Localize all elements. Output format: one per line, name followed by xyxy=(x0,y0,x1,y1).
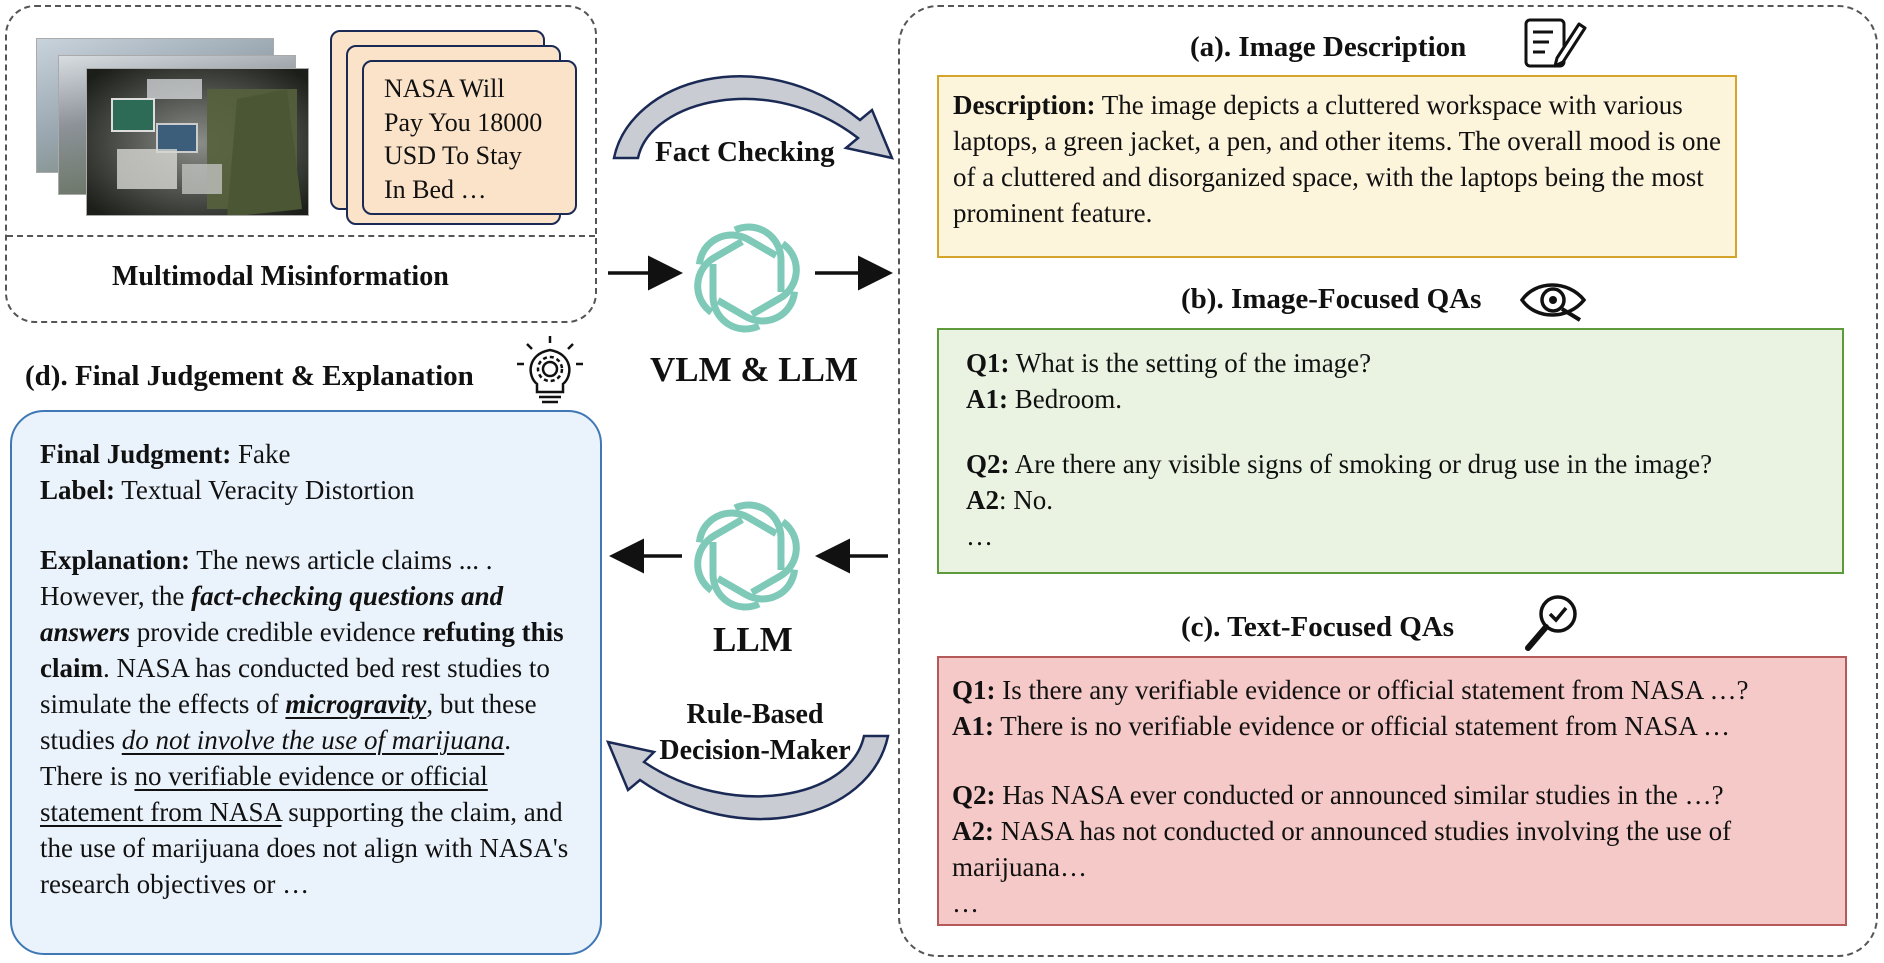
explanation-part-5: . NASA has conducted bed rest studies to… xyxy=(40,653,550,719)
rule-based-curved-arrow xyxy=(605,734,890,821)
text-qas-box: Q1: Is there any verifiable evidence or … xyxy=(937,656,1847,926)
rule-based-line-2: Decision-Maker xyxy=(659,735,851,766)
fact-checking-curved-arrow xyxy=(612,75,895,160)
explanation-part-10: no verifiable evidence or official state… xyxy=(40,761,488,827)
claim-line-2: Pay You 18000 xyxy=(384,107,543,137)
misinformation-panel xyxy=(5,5,597,323)
text-q2: Q2: Has NASA ever conducted or announced… xyxy=(952,777,1845,813)
explanation-part-6: microgravity xyxy=(285,689,427,719)
image-q2: Q2: Are there any visible signs of smoki… xyxy=(966,446,1842,482)
text-a2-text: NASA has not conducted or announced stud… xyxy=(952,816,1732,882)
rule-based-line-1: Rule-Based xyxy=(686,699,824,730)
panel-divider xyxy=(7,235,595,237)
final-judgement-box: Final Judgment: Fake Label: Textual Vera… xyxy=(10,410,602,955)
text-q1-label: Q1: xyxy=(952,675,996,705)
text-q1: Q1: Is there any verifiable evidence or … xyxy=(952,672,1845,708)
claim-line-3: USD To Stay xyxy=(384,141,522,170)
final-label-line: Label: Textual Veracity Distortion xyxy=(40,472,580,508)
image-qas-title: (b). Image-Focused QAs xyxy=(1181,283,1482,315)
explanation-paragraph: Explanation: The news article claims ...… xyxy=(40,542,580,902)
vlm-llm-label: VLM & LLM xyxy=(650,350,859,389)
image-a2: A2: No. xyxy=(966,482,1842,518)
image-q1: Q1: What is the setting of the image? xyxy=(966,345,1842,381)
text-q2-label: Q2: xyxy=(952,780,996,810)
image-a2-text: : No. xyxy=(999,485,1053,515)
explanation-part-9: . There is xyxy=(40,725,511,791)
image-a1: A1: Bedroom. xyxy=(966,381,1842,417)
image-a2-label: A2 xyxy=(966,485,999,515)
final-judgment-value: Fake xyxy=(231,439,291,469)
image-q2-label: Q2: xyxy=(966,449,1010,479)
image-description-box: Description: The image depicts a clutter… xyxy=(937,75,1737,258)
rule-based-label: Rule-Based Decision-Maker xyxy=(652,697,858,769)
final-judgment-label: Final Judgment: xyxy=(40,439,232,469)
image-a1-label: A1: xyxy=(966,384,1008,414)
image-qas-box: Q1: What is the setting of the image? A1… xyxy=(937,328,1844,574)
final-label-value: Textual Veracity Distortion xyxy=(115,475,415,505)
workspace-photo-art xyxy=(87,69,308,215)
claim-card: NASA Will Pay You 18000 USD To Stay In B… xyxy=(362,60,577,215)
text-qas-title: (c). Text-Focused QAs xyxy=(1181,611,1455,643)
text-q2-text: Has NASA ever conducted or announced sim… xyxy=(995,780,1724,810)
llm-knot-icon xyxy=(694,501,800,611)
explanation-label: Explanation: xyxy=(40,545,191,575)
workspace-photo xyxy=(86,68,309,216)
explanation-part-8: do not involve the use of marijuana xyxy=(121,725,505,755)
image-a1-text: Bedroom. xyxy=(1008,384,1122,414)
text-a2-label: A2: xyxy=(952,816,994,846)
image-description-title: (a). Image Description xyxy=(1190,31,1467,63)
claim-line-4: In Bed … xyxy=(384,174,487,204)
edit-document-icon xyxy=(1524,18,1587,68)
text-a2: A2: NASA has not conducted or announced … xyxy=(952,813,1832,885)
explanation-part-1: The news article claims ... . However, t… xyxy=(40,545,493,611)
text-a1-label: A1: xyxy=(952,711,994,741)
image-q1-text: What is the setting of the image? xyxy=(1009,348,1372,378)
text-a1-text: There is no verifiable evidence or offic… xyxy=(994,711,1731,741)
llm-label: LLM xyxy=(713,620,793,659)
fact-checking-label: Fact Checking xyxy=(655,136,835,168)
description-text: The image depicts a cluttered workspace … xyxy=(953,90,1722,228)
analysis-panel xyxy=(898,5,1878,957)
magnifier-check-icon xyxy=(1525,595,1577,651)
description-label: Description: xyxy=(953,90,1096,120)
image-qas-ellipsis: … xyxy=(966,521,993,551)
lightbulb-gear-icon xyxy=(517,336,583,404)
final-label-label: Label: xyxy=(40,475,116,505)
image-q1-label: Q1: xyxy=(966,348,1010,378)
eye-search-icon xyxy=(1519,283,1587,322)
claim-line-1: NASA Will xyxy=(384,74,505,103)
text-a1: A1: There is no verifiable evidence or o… xyxy=(952,708,1845,744)
explanation-part-3: provide credible evidence xyxy=(130,617,423,647)
text-qas-ellipsis: … xyxy=(952,888,979,918)
explanation-part-2: fact-checking questions and answers xyxy=(40,581,504,647)
misinformation-label: Multimodal Misinformation xyxy=(112,261,449,292)
explanation-part-7: , but these studies xyxy=(40,689,537,755)
explanation-part-11: supporting the claim, and the use of mar… xyxy=(40,797,569,899)
explanation-part-4: refuting this claim xyxy=(40,617,564,683)
image-q2-text: Are there any visible signs of smoking o… xyxy=(1009,449,1713,479)
final-judgment-line: Final Judgment: Fake xyxy=(40,436,580,472)
llm-knot-icon xyxy=(694,223,800,333)
final-judgement-title: (d). Final Judgement & Explanation xyxy=(25,360,474,392)
text-q1-text: Is there any verifiable evidence or offi… xyxy=(995,675,1749,705)
